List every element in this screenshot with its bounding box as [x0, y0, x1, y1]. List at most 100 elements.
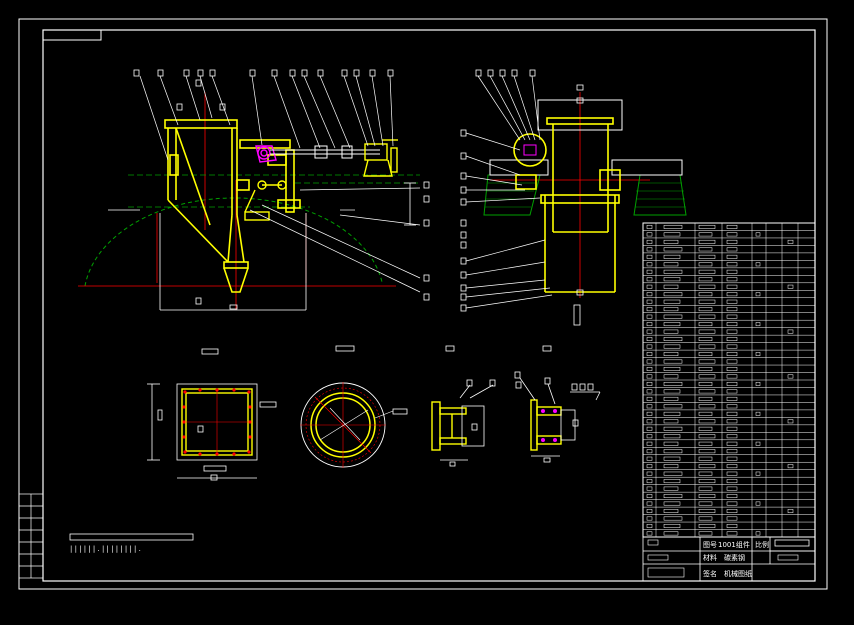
side-view [460, 69, 687, 326]
org-value: 机械图纸 [724, 569, 752, 578]
parts-table-cell-text [663, 501, 681, 506]
parts-table-cell-text [787, 329, 794, 334]
parts-table-cell-text [663, 524, 681, 528]
parts-table-cell-text [726, 239, 738, 244]
parts-table-cell-text [698, 374, 716, 379]
parts-table-cell-text [646, 389, 653, 394]
parts-table-cell-text [646, 277, 653, 282]
parts-table-cell-text [646, 524, 653, 528]
parts-table-cell-text [646, 471, 653, 476]
parts-table-cell-text [787, 239, 794, 244]
parts-table-cell-text [646, 374, 653, 379]
parts-table-cell-text [663, 359, 683, 364]
parts-table-cell-text [726, 479, 738, 484]
parts-table-cell-text [726, 486, 738, 491]
parts-table-cell-text [646, 337, 653, 341]
parts-table-cell-text [726, 307, 738, 312]
parts-table-cell-text [698, 509, 716, 513]
parts-table-cell-text [663, 389, 681, 394]
parts-table-cell-text [663, 494, 683, 498]
parts-table-cell-text [646, 411, 653, 416]
parts-table-cell-text [663, 449, 683, 454]
view-labels [201, 345, 552, 355]
parts-table-cell-text [755, 232, 761, 237]
parts-table-cell-text [663, 262, 679, 267]
parts-table-cell-text [663, 516, 683, 521]
parts-table-cell-text [663, 344, 681, 349]
parts-table-cell-text [726, 426, 738, 431]
parts-table-cell-text [646, 329, 653, 334]
parts-table-cell-text [726, 367, 738, 371]
parts-table-cell-text [726, 456, 738, 461]
parts-table-cell-text [663, 352, 679, 356]
title-block: 图号 1001组件 比例 材料 碳素钢 签名 机械图纸 [642, 536, 816, 582]
parts-table-cell-text [698, 464, 716, 469]
parts-table-cell-text [663, 292, 683, 297]
parts-table-cell-text [698, 314, 716, 319]
parts-table-cell-text [646, 314, 653, 319]
parts-table-cell-text [646, 531, 653, 536]
parts-table-cell-text [698, 284, 716, 289]
detail-round-flange [300, 382, 408, 468]
parts-table-cell-text [646, 352, 653, 356]
parts-table-cell-text [663, 277, 681, 282]
front-view [78, 69, 430, 311]
parts-table-cell-text [646, 441, 653, 446]
parts-table-cell-text [663, 299, 681, 304]
parts-table-cell-text [663, 486, 679, 491]
parts-table-cell-text [726, 232, 738, 237]
parts-table-cell-text [646, 494, 653, 498]
parts-table-cell-text [698, 239, 716, 244]
parts-table-cell-text [663, 367, 681, 371]
parts-table-cell-text [726, 404, 738, 409]
detail-bracket-a [431, 379, 496, 467]
parts-table-cell-text [698, 352, 713, 356]
parts-table-cell-text [663, 464, 679, 469]
parts-table-cell-text [787, 374, 794, 379]
parts-table-cell-text [663, 329, 679, 334]
parts-table-cell-text [646, 419, 653, 424]
parts-table-cell-text [755, 531, 761, 536]
parts-table-cell-text [646, 509, 653, 513]
parts-table-cell-text [755, 471, 761, 476]
tech-requirements-text: | | | | | | . | | | | | | | | . [70, 545, 141, 553]
parts-table-cell-text [646, 479, 653, 484]
parts-table-cell-text [755, 292, 761, 297]
parts-table-cell-text [663, 456, 681, 461]
parts-table-cell-text [663, 224, 683, 229]
parts-table-cell-text [726, 494, 738, 498]
parts-table-cell-text [726, 224, 738, 229]
parts-table-cell-text [663, 314, 683, 319]
parts-table-cell-text [698, 449, 716, 454]
parts-table-cell-text [646, 456, 653, 461]
parts-table-cell-text [646, 464, 653, 469]
parts-table-cell-text [726, 509, 738, 513]
parts-table-cell-text [646, 344, 653, 349]
parts-table-cell-text [698, 307, 713, 312]
detail-square-flange [147, 383, 277, 481]
parts-table-cell-text [646, 232, 653, 237]
parts-table-cell-text [646, 292, 653, 297]
parts-table-cell-text [646, 367, 653, 371]
parts-table-cell-text [698, 381, 713, 386]
parts-table-cell-text [726, 374, 738, 379]
parts-table-cell-text [698, 471, 713, 476]
parts-table-cell-text [726, 471, 738, 476]
parts-table-cell-text [646, 426, 653, 431]
parts-table-cell-text [663, 471, 683, 476]
parts-table-cell-text [646, 262, 653, 267]
scale-label: 比例 [755, 540, 769, 549]
parts-table-cell-text [663, 239, 679, 244]
detail-bracket-b [514, 371, 601, 463]
parts-table-cell-text [698, 299, 716, 304]
parts-table-cell-text [698, 516, 713, 521]
parts-table-cell-text [698, 524, 716, 528]
parts-table-cell-text [726, 411, 738, 416]
material-label: 材料 [703, 553, 717, 562]
parts-table-cell-text [698, 262, 713, 267]
parts-table-cell-text [698, 247, 713, 252]
parts-table-cell-text [646, 396, 653, 401]
parts-table-cell-text [698, 434, 716, 439]
parts-table-cell-text [726, 329, 738, 334]
org-label: 签名 [703, 569, 717, 578]
